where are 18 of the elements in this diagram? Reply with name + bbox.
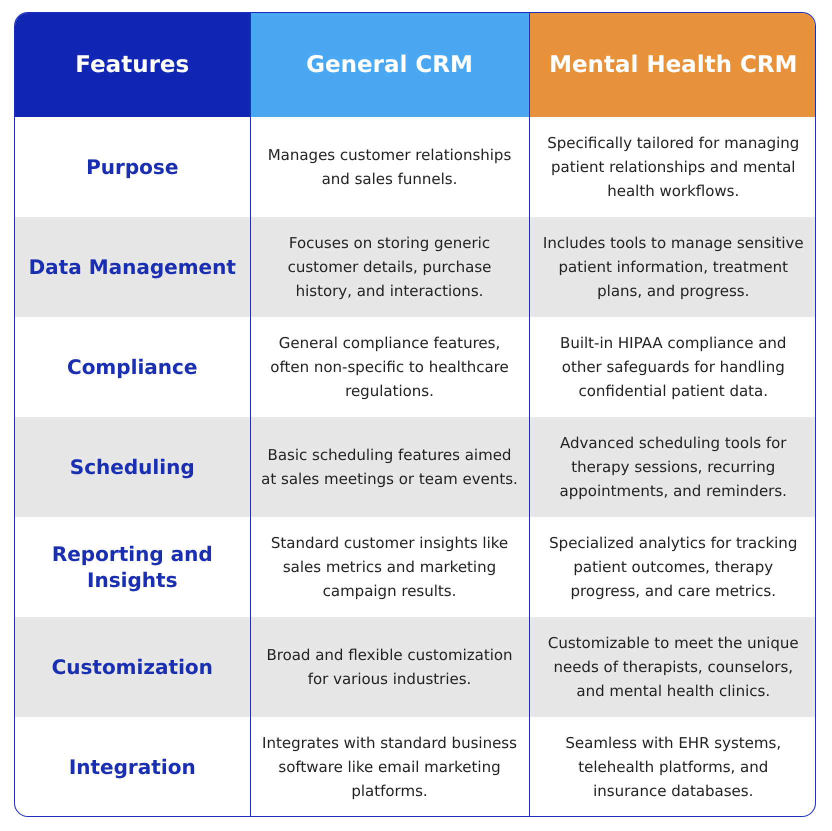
table-cell: Broad and flexible customization for various industries. <box>250 617 529 717</box>
row-header: Data Management <box>15 217 250 317</box>
row-header: Scheduling <box>15 417 250 517</box>
table-cell: Advanced scheduling tools for therapy sessions, recurring appointments, and reminders. <box>529 417 815 517</box>
row-header: Customization <box>15 617 250 717</box>
table-cell: Built-in HIPAA compliance and other safeguards for handling confidential patient data. <box>529 317 815 417</box>
table-cell: Seamless with EHR systems, telehealth platforms, and insurance databases. <box>529 717 815 816</box>
table-cell: Basic scheduling features aimed at sales meetings or team events. <box>250 417 529 517</box>
table-cell: Focuses on storing generic customer details, purchase history, and interactions. <box>250 217 529 317</box>
table-cell: Specialized analytics for tracking patient outcomes, therapy progress, and care metrics. <box>529 517 815 617</box>
column-header: Features <box>15 13 250 117</box>
column-header: General CRM <box>250 13 529 117</box>
row-header: Integration <box>15 717 250 816</box>
table-cell: Integrates with standard business software like email marketing platforms. <box>250 717 529 816</box>
table-cell: Customizable to meet the unique needs of therapists, counselors, and mental health clinics. <box>529 617 815 717</box>
column-header: Mental Health CRM <box>529 13 815 117</box>
table-cell: Includes tools to manage sensitive patient information, treatment plans, and progress. <box>529 217 815 317</box>
table-cell: Specifically tailored for managing patient relationships and mental health workflows. <box>529 117 815 217</box>
